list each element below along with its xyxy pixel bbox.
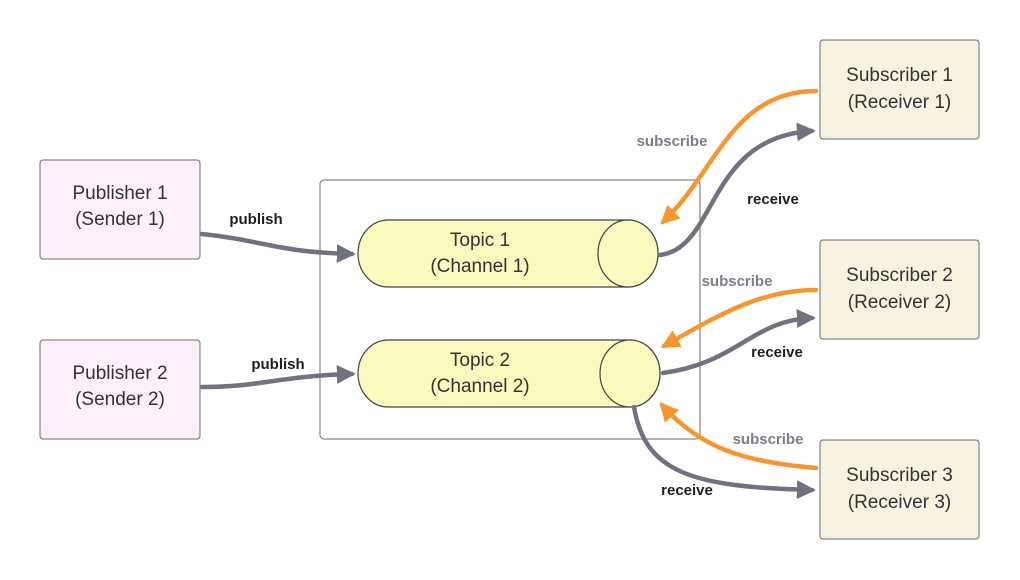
receive-label-1: receive: [747, 191, 799, 208]
subscriber-1-node[interactable]: Subscriber 1 (Receiver 1): [819, 39, 980, 140]
publisher-2-node[interactable]: Publisher 2 (Sender 2): [39, 339, 201, 440]
topic-1-title: Topic 1: [450, 230, 510, 251]
publisher-1-node[interactable]: Publisher 1 (Sender 1): [39, 159, 201, 260]
receive-label-2: receive: [751, 344, 803, 361]
publish-label-1: publish: [229, 211, 282, 228]
publish-edge-1[interactable]: [199, 231, 356, 264]
topic-2-end-cap: [599, 339, 661, 408]
subscriber-3-node[interactable]: Subscriber 3 (Receiver 3): [819, 439, 980, 540]
receive-edge-1[interactable]: [657, 122, 816, 258]
subscribe-label-2: subscribe: [702, 273, 773, 290]
topic-1-node[interactable]: Topic 1 (Channel 1): [357, 219, 659, 288]
publisher-1-title: Publisher 1: [72, 183, 167, 204]
topic-2-subtitle: (Channel 2): [430, 376, 529, 397]
topic-1-end-cap: [597, 219, 659, 288]
topic-1-subtitle: (Channel 1): [430, 256, 529, 277]
publisher-2-title: Publisher 2: [72, 363, 167, 384]
publish-label-2: publish: [251, 356, 304, 373]
subscriber-3-title: Subscriber 3: [846, 465, 953, 486]
subscribe-label-3: subscribe: [733, 431, 804, 448]
publisher-1-subtitle: (Sender 1): [75, 209, 165, 230]
subscriber-1-subtitle: (Receiver 1): [848, 92, 951, 113]
publisher-2-subtitle: (Sender 2): [75, 389, 165, 410]
subscribe-edge-3[interactable]: [659, 402, 819, 471]
publish-edge-2[interactable]: [199, 364, 356, 390]
subscriber-1-title: Subscriber 1: [846, 65, 953, 86]
subscriber-2-title: Subscriber 2: [846, 265, 953, 286]
topic-2-node[interactable]: Topic 2 (Channel 2): [357, 339, 661, 408]
subscribe-label-1: subscribe: [637, 133, 708, 150]
subscriber-2-node[interactable]: Subscriber 2 (Receiver 2): [819, 239, 980, 340]
receive-edge-2[interactable]: [660, 309, 816, 376]
receive-edge-3[interactable]: [631, 404, 816, 500]
subscribe-edge-2[interactable]: [660, 287, 819, 349]
subscriber-2-subtitle: (Receiver 2): [848, 292, 951, 313]
subscribe-edge-1[interactable]: [660, 88, 819, 225]
subscriber-3-subtitle: (Receiver 3): [848, 492, 951, 513]
topic-2-title: Topic 2: [450, 350, 510, 371]
receive-label-3: receive: [661, 482, 713, 499]
